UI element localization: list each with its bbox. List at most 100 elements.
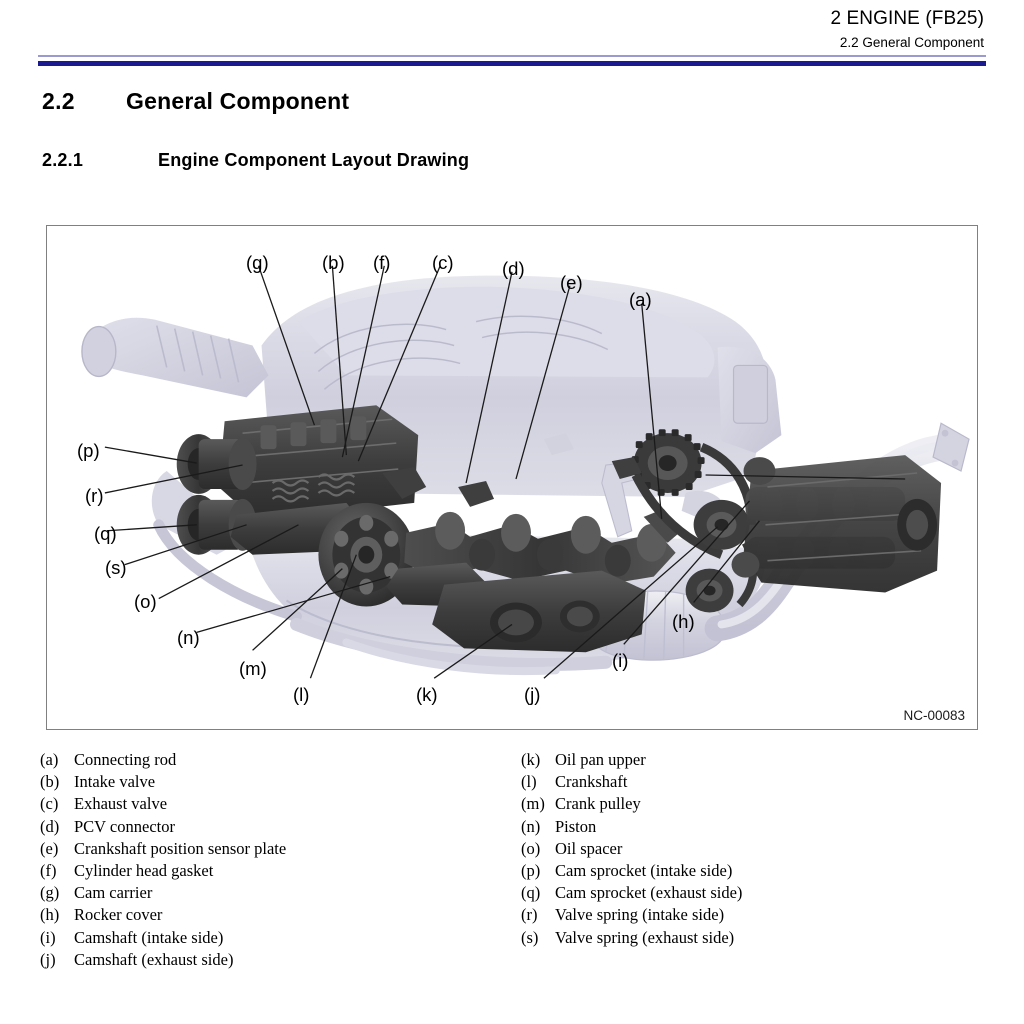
valve-springs — [271, 473, 356, 503]
legend-key: (j) — [40, 949, 56, 969]
header-chapter-title: 2 ENGINE (FB25) — [830, 8, 984, 29]
legend-text: Cam carrier — [74, 883, 153, 903]
legend-row: (d) PCV connector — [40, 817, 510, 839]
callout-label: (g) — [246, 252, 269, 273]
callout-label: (l) — [293, 684, 310, 705]
callout-label: (p) — [77, 440, 100, 461]
right-bank-assembly — [631, 429, 942, 613]
legend-key: (k) — [521, 750, 541, 769]
legend-text: Valve spring (exhaust side) — [555, 927, 735, 947]
legend-text: Crankshaft — [555, 772, 628, 792]
callout-label: (f) — [373, 252, 391, 273]
legend-column-left: (a) Connecting rod (b) Intake valve (c) Exhau… — [40, 750, 510, 972]
callout-label: (r) — [85, 485, 104, 506]
section-number-primary: 2.2 — [42, 88, 75, 114]
engine-internal-parts — [176, 405, 942, 653]
legend-key: (o) — [521, 838, 541, 858]
legend-key: (i) — [40, 927, 56, 947]
legend-key: (b) — [40, 772, 60, 792]
legend-row: (k) Oil pan upper — [521, 750, 991, 772]
cam-sprocket-intake — [176, 434, 257, 494]
legend-column-right: (k) Oil pan upper (l) Crankshaft (m) Crank pu… — [521, 750, 991, 950]
legend-text: Camshaft (exhaust side) — [74, 949, 234, 969]
legend-row: (i) Camshaft (intake side) — [40, 928, 510, 950]
legend-key: (r) — [521, 905, 538, 925]
leader-lines — [104, 265, 906, 679]
callout-label: (m) — [239, 658, 267, 679]
callout-label: (a) — [629, 289, 652, 310]
callout-label: (i) — [612, 650, 629, 671]
legend-text: PCV connector — [74, 816, 175, 836]
legend-row: (f) Cylinder head gasket — [40, 861, 510, 883]
legend-text: Oil pan upper — [555, 750, 646, 769]
legend-key: (p) — [521, 860, 541, 880]
timing-sprocket-lower — [685, 568, 734, 613]
legend-row: (l) Crankshaft — [521, 772, 991, 794]
legend-text: Rocker cover — [74, 905, 163, 925]
callout-label: (e) — [560, 272, 583, 293]
legend-key: (a) — [40, 750, 59, 769]
legend-text: Valve spring (intake side) — [555, 905, 725, 925]
rocker-cover — [743, 455, 942, 593]
legend-text: Cam sprocket (exhaust side) — [555, 883, 743, 903]
sprocket-cluster — [731, 457, 776, 578]
legend-row: (h) Rocker cover — [40, 905, 510, 927]
legend-row: (r) Valve spring (intake side) — [521, 905, 991, 927]
legend-row: (c) Exhaust valve — [40, 794, 510, 816]
figure-id-label: NC-00083 — [903, 708, 965, 723]
legend-row: (n) Piston — [521, 817, 991, 839]
legend-key: (f) — [40, 860, 57, 880]
legend-key: (d) — [40, 816, 60, 836]
legend-key: (c) — [40, 794, 59, 814]
legend-row: (m) Crank pulley — [521, 794, 991, 816]
timing-sprocket-mid — [693, 499, 750, 550]
callout-label: (c) — [432, 252, 454, 273]
legend-key: (n) — [521, 816, 541, 836]
legend-row: (o) Oil spacer — [521, 839, 991, 861]
callout-label: (j) — [524, 684, 541, 705]
legend-text: Camshaft (intake side) — [74, 927, 224, 947]
legend-text: Piston — [555, 816, 597, 836]
callout-label: (n) — [177, 627, 200, 648]
legend-key: (g) — [40, 883, 60, 903]
oil-pan-upper — [432, 570, 646, 653]
header-section-subtitle: 2.2 General Component — [839, 35, 984, 50]
legend-row: (j) Camshaft (exhaust side) — [40, 950, 510, 972]
figure-container: NC-00083 (g) (b) (f) (c) (d) (e) (a) (p) (r) (q) (… — [46, 225, 978, 730]
legend-text: Cam sprocket (intake side) — [555, 860, 733, 880]
callout-label: (h) — [672, 611, 695, 632]
section-title-secondary: Engine Component Layout Drawing — [158, 150, 470, 170]
legend-key: (h) — [40, 905, 60, 925]
legend-row: (s) Valve spring (exhaust side) — [521, 928, 991, 950]
legend-row: (a) Connecting rod — [40, 750, 510, 772]
legend-row: (p) Cam sprocket (intake side) — [521, 861, 991, 883]
legend-key: (m) — [521, 794, 545, 814]
legend-text: Connecting rod — [74, 750, 177, 769]
legend-key: (l) — [521, 772, 537, 792]
legend-text: Crank pulley — [555, 794, 641, 814]
legend-text: Oil spacer — [555, 838, 623, 858]
section-title-primary: General Component — [126, 88, 350, 114]
legend-text: Crankshaft position sensor plate — [74, 838, 287, 858]
callout-label: (s) — [105, 557, 127, 578]
legend-key: (q) — [521, 883, 541, 903]
legend-row: (q) Cam sprocket (exhaust side) — [521, 883, 991, 905]
legend-text: Cylinder head gasket — [74, 860, 214, 880]
callout-label: (k) — [416, 684, 438, 705]
engine-layout-drawing — [81, 265, 970, 679]
legend-row: (b) Intake valve — [40, 772, 510, 794]
header-rule-thick — [38, 61, 986, 66]
legend-key: (e) — [40, 838, 59, 858]
callout-label: (b) — [322, 252, 345, 273]
header-rule-thin — [38, 55, 986, 57]
callout-label: (d) — [502, 258, 525, 279]
legend-row: (g) Cam carrier — [40, 883, 510, 905]
legend-row: (e) Crankshaft position sensor plate — [40, 839, 510, 861]
callout-label: (q) — [94, 523, 117, 544]
legend-text: Exhaust valve — [74, 794, 168, 814]
page-header: 2 ENGINE (FB25) 2.2 General Component — [0, 0, 1024, 72]
callout-label: (o) — [134, 591, 157, 612]
section-number-secondary: 2.2.1 — [42, 150, 84, 170]
legend-text: Intake valve — [74, 772, 156, 792]
legend-key: (s) — [521, 927, 539, 947]
